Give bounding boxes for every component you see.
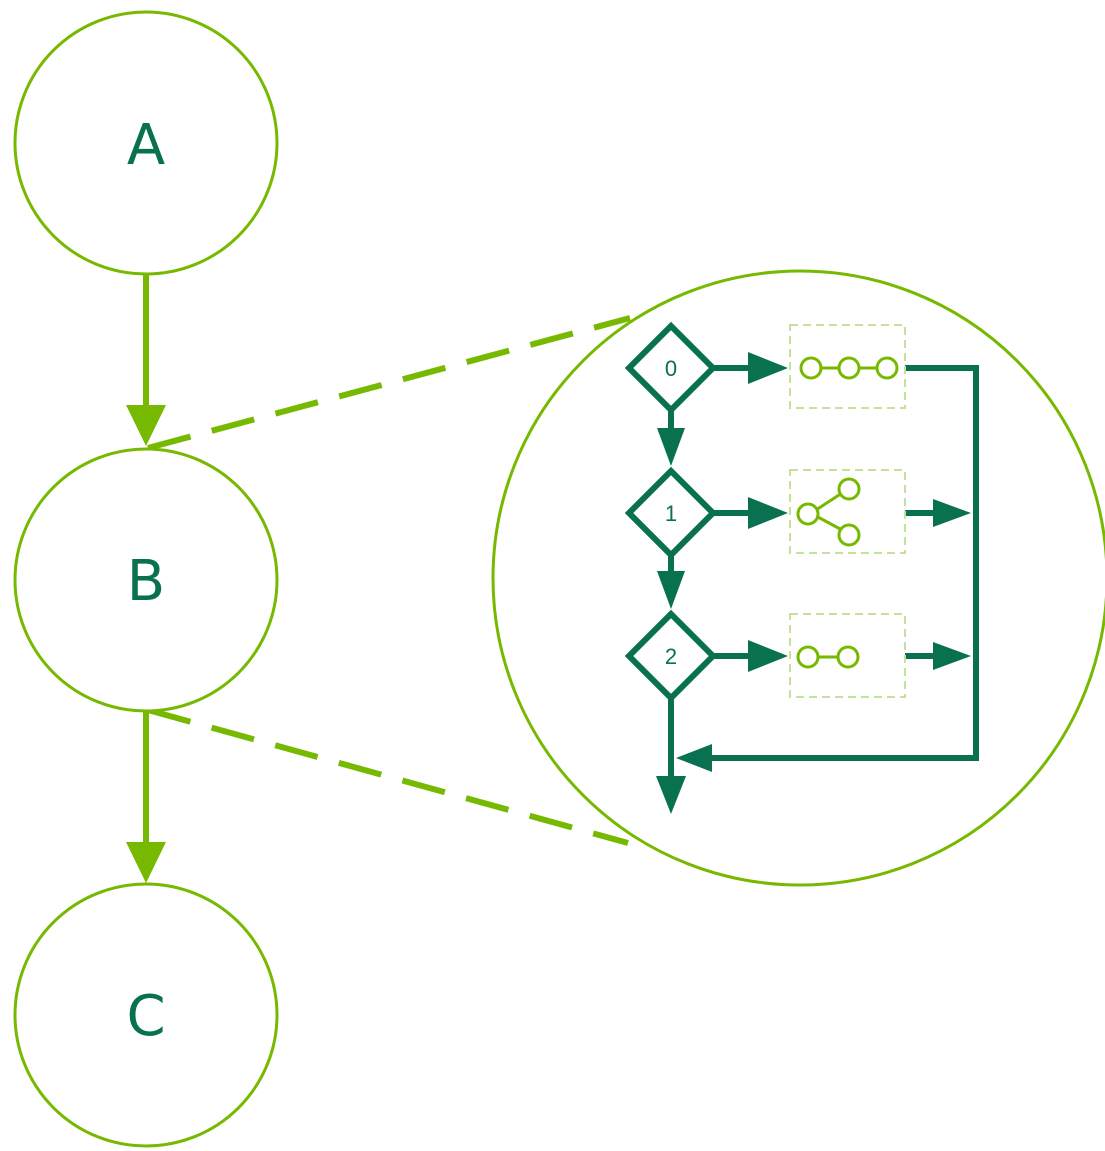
node-b: B: [13, 447, 279, 713]
merge-rail: [712, 365, 979, 761]
decision-1: 1: [624, 466, 718, 560]
branch-arrow-0: [713, 352, 788, 384]
spine-1-2-arrowhead: [657, 571, 685, 609]
spine-0-1-arrowhead: [657, 428, 685, 466]
branch-box-0: [789, 324, 906, 409]
branch-arrow-2: [713, 640, 788, 672]
zoom-connector-top: [147, 315, 631, 451]
exit-arrowhead: [656, 776, 686, 814]
decision-2: 2: [624, 609, 718, 703]
merge-return-arrowhead: [676, 744, 712, 772]
subgraph-flow: 0 1 2: [624, 321, 979, 814]
decision-0: 0: [624, 321, 718, 415]
branch-box-1: [789, 469, 906, 554]
edge-b-to-c: [126, 712, 166, 883]
decision-0-label: 0: [665, 356, 677, 381]
branching-nodes-icon: [796, 477, 861, 547]
three-nodes-chain-icon: [799, 356, 899, 380]
box-2-to-rail-arrow: [905, 642, 971, 670]
two-nodes-chain-icon: [796, 645, 860, 669]
decision-2-label: 2: [665, 644, 677, 669]
branch-box-2: [789, 613, 906, 698]
zoom-circle: [491, 269, 1105, 887]
node-a: A: [13, 10, 279, 276]
node-c-label: C: [126, 984, 165, 1049]
zoom-connector-bottom: [147, 707, 629, 846]
box-1-to-rail-arrow: [905, 499, 971, 527]
decision-1-label: 1: [665, 501, 677, 526]
edge-a-to-b: [126, 275, 166, 446]
branch-arrow-1: [713, 497, 788, 529]
node-a-label: A: [127, 113, 165, 178]
node-b-label: B: [127, 549, 165, 614]
node-c: C: [13, 882, 279, 1148]
